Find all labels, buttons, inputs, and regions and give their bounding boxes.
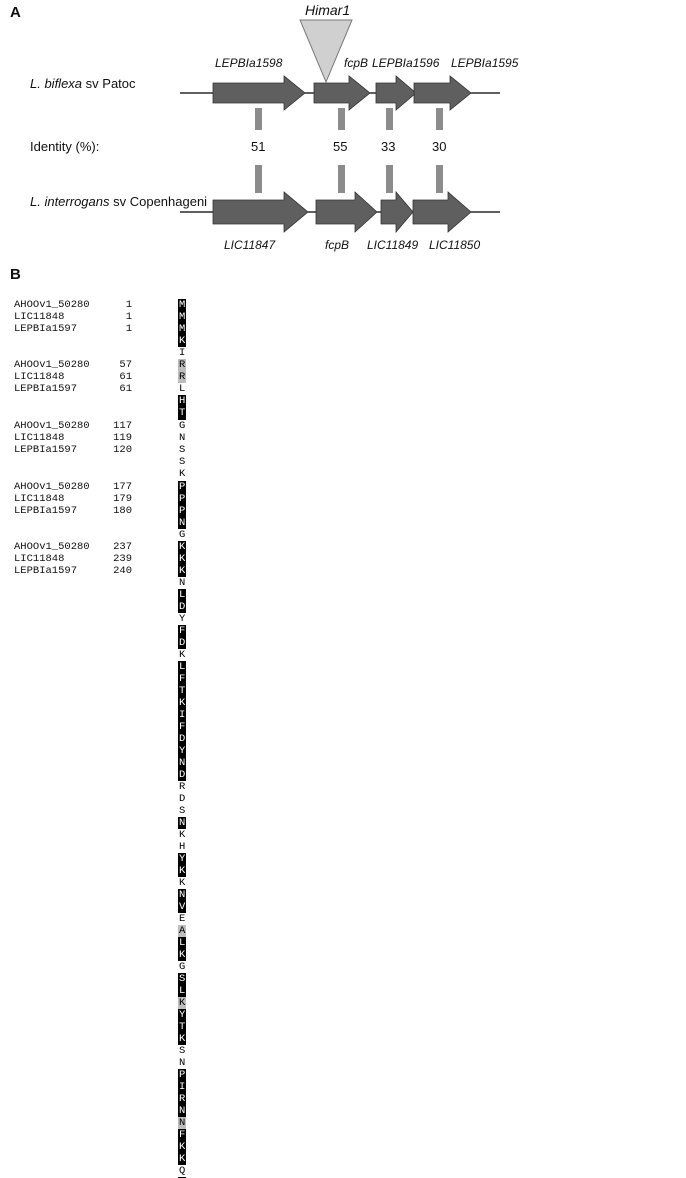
sequence-start-position: 61 bbox=[119, 371, 132, 383]
gene-label-fcpb-bottom: fcpB bbox=[325, 238, 350, 252]
sequence-name: LEPBIa1597 bbox=[14, 565, 78, 577]
sequence-start-position: 57 bbox=[119, 359, 132, 371]
sequence-start-position: 239 bbox=[113, 553, 132, 565]
sequence-name: LIC11848 bbox=[14, 311, 65, 323]
organism-biflexa-label: L. biflexa sv Patoc bbox=[30, 76, 136, 91]
sequence-name: LEPBIa1597 bbox=[14, 505, 78, 517]
sequence-start-position: 119 bbox=[113, 432, 132, 444]
gene-label-lic11847: LIC11847 bbox=[224, 238, 276, 252]
gene-arrow-lepbia1598 bbox=[212, 75, 306, 111]
sequence-start-position: 237 bbox=[113, 541, 132, 553]
gene-arrow-lic11850 bbox=[412, 191, 472, 233]
sequence-name: LIC11848 bbox=[14, 553, 65, 565]
sequence-name: AHOOv1_50280 bbox=[14, 420, 90, 432]
sequence-name: LEPBIa1597 bbox=[14, 444, 78, 456]
sequence-name: LEPBIa1597 bbox=[14, 383, 78, 395]
gene-arrow-lepbia1595 bbox=[413, 75, 472, 111]
identity-bar-bottom-3 bbox=[386, 165, 393, 193]
sequence-residues: KNLDYFDKLFTKIFDYNDRDSNKHYKKNVEALKGSLKY bbox=[178, 565, 187, 1021]
sequence-start-position: 61 bbox=[119, 383, 132, 395]
identity-value-1: 51 bbox=[251, 139, 266, 154]
identity-label: Identity (%): bbox=[30, 139, 100, 154]
gene-arrow-lic11849 bbox=[380, 190, 414, 234]
gene-synteny-diagram bbox=[180, 19, 500, 234]
gene-arrow-lic11847 bbox=[212, 191, 309, 233]
sequence-start-position: 1 bbox=[125, 323, 132, 335]
identity-bar-top-3 bbox=[386, 108, 393, 130]
identity-bar-bottom-2 bbox=[338, 165, 345, 193]
gene-arrow-fcpb-biflexa bbox=[313, 75, 371, 111]
gene-label-lic11850: LIC11850 bbox=[429, 238, 481, 252]
sequence-name: LEPBIa1597 bbox=[14, 323, 78, 335]
himar1-label: Himar1 bbox=[305, 2, 351, 18]
sequence-start-position: 177 bbox=[113, 481, 132, 493]
identity-bar-bottom-4 bbox=[436, 165, 443, 193]
sequence-name: AHOOv1_50280 bbox=[14, 481, 90, 493]
sequence-start-position: 1 bbox=[125, 299, 132, 311]
identity-bar-top-2 bbox=[338, 108, 345, 130]
identity-bar-top-4 bbox=[436, 108, 443, 130]
identity-bar-top-1 bbox=[255, 108, 262, 130]
sequence-start-position: 120 bbox=[113, 444, 132, 456]
identity-value-4: 30 bbox=[432, 139, 447, 154]
gene-label-lepbia1596: LEPBIa1596 bbox=[372, 56, 440, 70]
sequence-start-position: 179 bbox=[113, 493, 132, 505]
sequence-name: AHOOv1_50280 bbox=[14, 541, 90, 553]
gene-label-lepbia1598: LEPBIa1598 bbox=[215, 56, 283, 70]
identity-value-2: 55 bbox=[333, 139, 348, 154]
sequence-start-position: 180 bbox=[113, 505, 132, 517]
sequence-name: LIC11848 bbox=[14, 493, 65, 505]
panel-a-label: A bbox=[10, 4, 21, 21]
sequence-name: LIC11848 bbox=[14, 371, 65, 383]
sequence-start-position: 1 bbox=[125, 311, 132, 323]
gene-label-lic11849: LIC11849 bbox=[367, 238, 419, 252]
transposon-insertion-triangle bbox=[299, 19, 353, 84]
sequence-alignment: AHOOv1_502801MKRKIAFCLAIFSIAGILNAQDNQGKK… bbox=[14, 299, 187, 1178]
sequence-start-position: 117 bbox=[113, 420, 132, 432]
sequence-name: LIC11848 bbox=[14, 432, 65, 444]
gene-arrow-fcpb-interrogans bbox=[315, 191, 378, 233]
identity-value-3: 33 bbox=[381, 139, 396, 154]
sequence-name: AHOOv1_50280 bbox=[14, 359, 90, 371]
identity-bar-bottom-1 bbox=[255, 165, 262, 193]
organism-interrogans-label: L. interrogans sv Copenhageni bbox=[30, 194, 208, 209]
sequence-name: AHOOv1_50280 bbox=[14, 299, 90, 311]
gene-arrow-lepbia1596 bbox=[375, 75, 417, 111]
panel-b-label: B bbox=[10, 266, 21, 283]
sequence-start-position: 240 bbox=[113, 565, 132, 577]
gene-label-fcpb-top: fcpB bbox=[344, 56, 369, 70]
gene-label-lepbia1595: LEPBIa1595 bbox=[451, 56, 519, 70]
